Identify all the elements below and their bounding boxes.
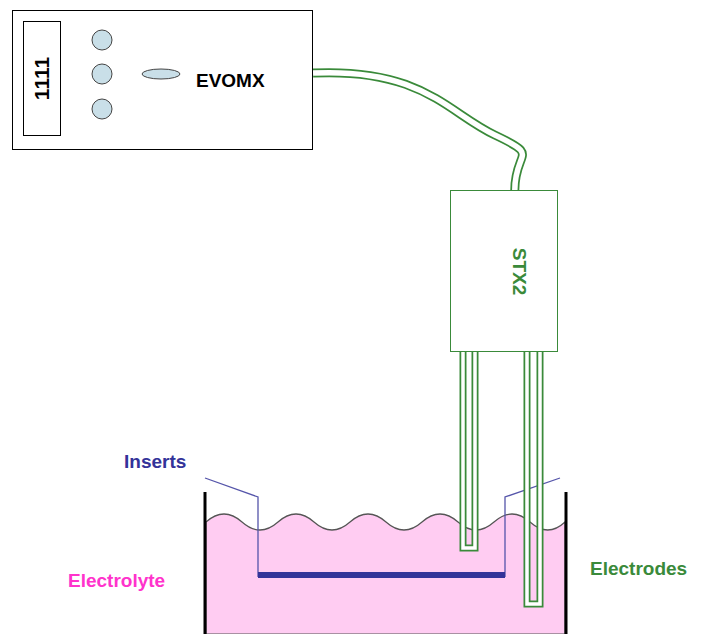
- meter-box: EVOMX 1111: [12, 10, 313, 150]
- insert-wall: [505, 478, 560, 577]
- part-label: Inserts: [124, 452, 186, 471]
- electrode-head-box: STX2: [450, 190, 558, 352]
- cable: [313, 73, 522, 190]
- insert-membrane: [258, 572, 505, 578]
- display-box: 1111: [23, 21, 61, 136]
- beaker-wall: [565, 492, 568, 634]
- switch: [142, 69, 180, 79]
- electrolyte-fill: [206, 514, 565, 634]
- electrode: [463, 352, 475, 548]
- cable-core: [313, 73, 522, 190]
- device-name: EVOMX: [196, 71, 265, 90]
- insert-wall: [205, 478, 258, 577]
- device-name: STX2: [510, 247, 529, 295]
- part-label: Electrodes: [590, 559, 687, 578]
- knob: [92, 99, 112, 119]
- knob: [92, 30, 112, 50]
- part-label: Electrolyte: [68, 571, 165, 590]
- cable-outline: [313, 73, 522, 190]
- beaker-wall: [204, 492, 207, 634]
- knob: [92, 64, 112, 84]
- electrode: [527, 352, 540, 604]
- display-reading: 1111: [32, 57, 53, 100]
